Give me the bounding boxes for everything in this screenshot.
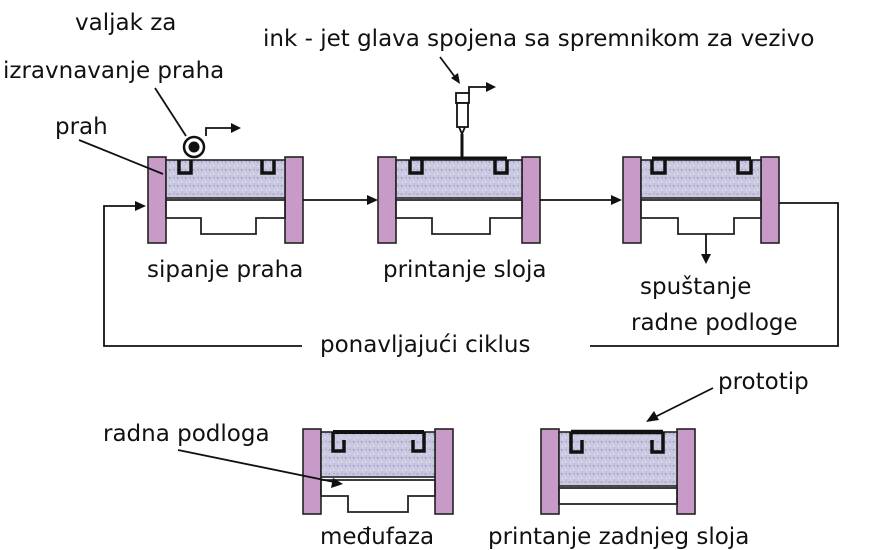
inkjet-head-top xyxy=(455,92,470,104)
step-platform-lowering-label: spuštanje radne podloge xyxy=(631,274,798,336)
step-layer-printing-label: printanje sloja xyxy=(383,257,547,283)
right-wall xyxy=(676,428,696,515)
roller-label: valjak za izravnavanje praha xyxy=(3,10,224,84)
powder-bed xyxy=(395,159,523,199)
part-bracket-right xyxy=(493,160,509,175)
roller-label-line-2: izravnavanje praha xyxy=(3,58,224,84)
part-bracket-left xyxy=(331,432,346,453)
roller-core xyxy=(188,141,200,153)
part-bracket-right xyxy=(650,432,665,454)
powder-bed xyxy=(640,159,762,199)
part-bracket-right xyxy=(260,160,276,175)
prototype-label: prototip xyxy=(718,369,809,395)
step-last-layer-label: printanje zadnjeg sloja xyxy=(488,524,749,550)
unit-layer-printing xyxy=(377,56,541,244)
platform-label: radna podloga xyxy=(103,421,270,447)
part-bracket-left xyxy=(650,160,667,175)
arrow-right-icon xyxy=(486,82,496,92)
right-wall xyxy=(284,156,304,244)
part-bracket-right xyxy=(736,160,753,175)
arrow-down-icon xyxy=(451,73,460,84)
right-wall xyxy=(434,428,454,515)
step-powder-spreading-label: sipanje praha xyxy=(147,257,303,283)
arrow-right-icon xyxy=(367,195,378,205)
left-wall xyxy=(377,156,397,244)
left-wall xyxy=(622,156,642,244)
build-platform xyxy=(395,199,523,235)
arrow-right-icon xyxy=(135,201,146,211)
arrow-down-icon xyxy=(701,254,711,264)
step-platform-lowering-line-1: spuštanje xyxy=(640,274,751,300)
powder-bed xyxy=(165,159,286,199)
left-wall xyxy=(302,428,322,515)
unit-powder-spreading xyxy=(147,123,304,244)
process-flow-arrows xyxy=(103,195,839,347)
unit-intermediate-phase xyxy=(177,428,454,515)
part-bracket-right xyxy=(411,432,426,453)
build-platform xyxy=(165,199,286,235)
inkjet-head-body xyxy=(456,102,469,128)
build-platform xyxy=(320,479,436,513)
build-platform xyxy=(558,487,678,505)
right-wall xyxy=(760,156,780,244)
part-bracket-left xyxy=(408,160,424,175)
repeating-cycle-label: ponavljajući ciklus xyxy=(320,332,530,358)
right-wall xyxy=(521,156,541,244)
arrow-right-icon xyxy=(331,478,343,488)
powder-label: prah xyxy=(55,114,108,140)
part-bracket-left xyxy=(177,160,193,175)
powder-bed xyxy=(320,431,436,478)
arrow-right-icon xyxy=(231,123,241,133)
arrow-down-left-icon xyxy=(646,411,659,422)
inkjet-head-label: ink - jet glava spojena sa spremnikom za… xyxy=(263,26,814,52)
label-leaders xyxy=(78,87,187,175)
unit-last-layer-printing xyxy=(540,387,714,515)
powder-bed xyxy=(558,431,678,487)
step-platform-lowering-line-2: radne podloge xyxy=(631,310,798,336)
roller-label-line-1: valjak za xyxy=(75,10,176,36)
arrow-right-icon xyxy=(611,195,622,205)
part-bracket-left xyxy=(569,432,584,454)
build-platform xyxy=(640,199,762,235)
step-intermediate-label: međufaza xyxy=(320,524,434,550)
unit-platform-lowering xyxy=(622,156,780,264)
left-wall xyxy=(540,428,560,515)
